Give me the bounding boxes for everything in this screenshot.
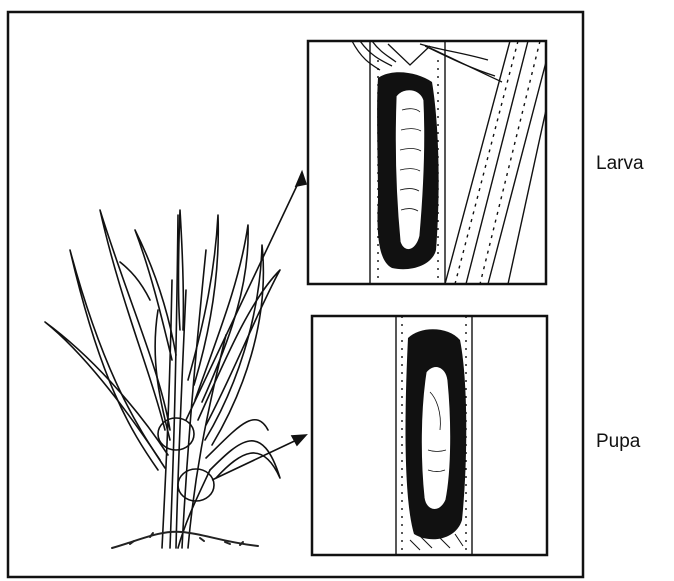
larva-panel	[308, 41, 546, 284]
pupa-label: Pupa	[596, 431, 640, 453]
pupa-panel	[312, 316, 547, 555]
pupa-pointer-arrow	[212, 437, 303, 480]
larva-pointer-arrow	[186, 175, 302, 420]
larva-label: Larva	[596, 153, 644, 175]
larva-site-circle	[158, 418, 194, 450]
larva-icon	[395, 90, 425, 250]
rice-plant-icon	[45, 210, 280, 548]
pupa-icon	[421, 366, 451, 509]
